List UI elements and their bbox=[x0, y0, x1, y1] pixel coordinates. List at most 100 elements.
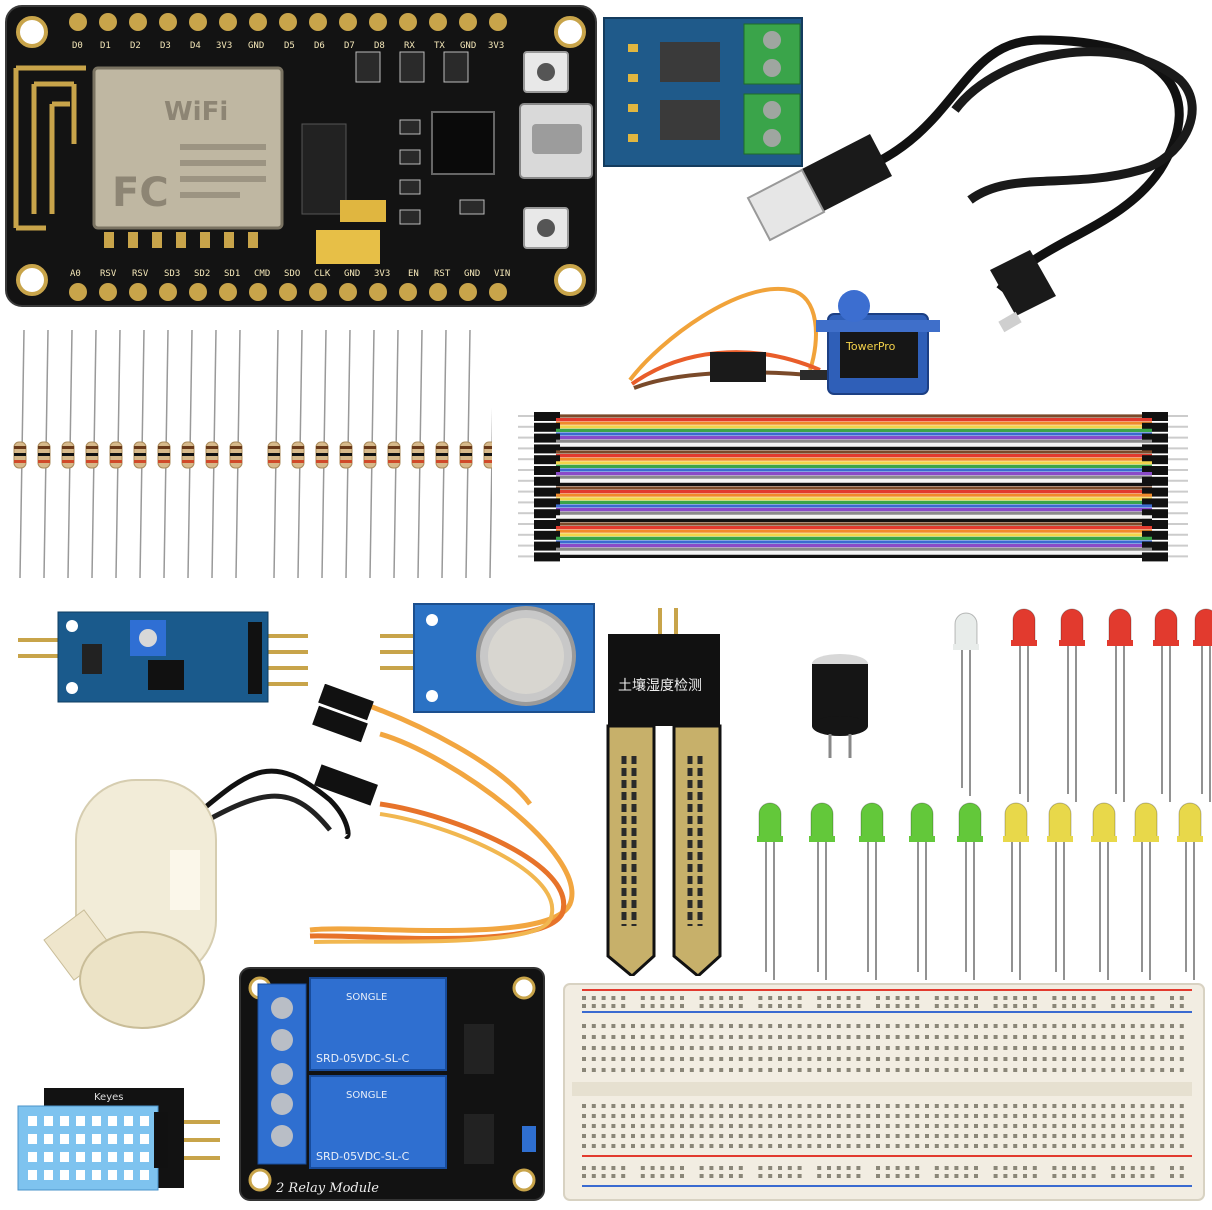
header-pin bbox=[249, 283, 267, 301]
breadboard-hole bbox=[1072, 1046, 1076, 1050]
breadboard-hole bbox=[1179, 1035, 1184, 1039]
breadboard-hole bbox=[680, 1057, 684, 1061]
breadboard-hole bbox=[827, 1046, 831, 1050]
breadboard-hole bbox=[1042, 1134, 1047, 1138]
breadboard-hole bbox=[905, 1024, 910, 1028]
breadboard-hole bbox=[1042, 1057, 1047, 1061]
breadboard-hole bbox=[709, 1068, 714, 1072]
breadboard-hole bbox=[680, 1024, 684, 1028]
breadboard-hole bbox=[1170, 1134, 1174, 1138]
grille-hole bbox=[28, 1116, 37, 1126]
breadboard-hole bbox=[1170, 1124, 1174, 1128]
header-pin bbox=[309, 283, 327, 301]
breadboard-hole bbox=[1170, 1144, 1174, 1148]
breadboard-hole bbox=[1062, 1057, 1067, 1061]
breadboard-hole bbox=[591, 1166, 596, 1170]
breadboard-hole bbox=[866, 1134, 871, 1138]
breadboard-hole bbox=[680, 1068, 684, 1072]
breadboard-hole bbox=[915, 1046, 920, 1050]
breadboard-hole bbox=[591, 1134, 596, 1138]
breadboard-hole bbox=[1081, 1046, 1086, 1050]
breadboard-hole bbox=[954, 1104, 959, 1108]
breadboard-hole bbox=[1013, 1174, 1018, 1178]
grille-hole bbox=[28, 1170, 37, 1180]
breadboard-hole bbox=[954, 1166, 959, 1170]
breadboard-hole bbox=[1062, 1144, 1067, 1148]
breadboard-hole bbox=[1150, 1046, 1155, 1050]
breadboard-hole bbox=[1130, 1046, 1135, 1050]
breadboard-hole bbox=[1062, 1174, 1067, 1178]
yellow-led bbox=[1133, 802, 1159, 980]
breadboard-hole bbox=[660, 1114, 665, 1118]
breadboard-hole bbox=[827, 1004, 831, 1008]
breadboard-hole bbox=[1170, 1004, 1174, 1008]
breadboard-hole bbox=[591, 1024, 596, 1028]
breadboard-hole bbox=[944, 1166, 949, 1170]
breadboard-hole bbox=[1032, 1004, 1037, 1008]
breadboard-hole bbox=[915, 1104, 920, 1108]
grille-hole bbox=[140, 1170, 149, 1180]
breadboard-hole bbox=[758, 1166, 763, 1170]
breadboard-hole bbox=[944, 1024, 949, 1028]
breadboard-hole bbox=[650, 996, 655, 1000]
breadboard-hole bbox=[1140, 1104, 1145, 1108]
breadboard-hole bbox=[856, 1104, 861, 1108]
breadboard-hole bbox=[885, 1166, 890, 1170]
grille-hole bbox=[44, 1116, 53, 1126]
grille-hole bbox=[108, 1152, 117, 1162]
breadboard-hole bbox=[827, 1104, 831, 1108]
pin-label: SDO bbox=[284, 269, 300, 279]
breadboard-hole bbox=[601, 1057, 606, 1061]
breadboard-hole bbox=[621, 1057, 626, 1061]
breadboard-hole bbox=[964, 1124, 969, 1128]
breadboard-hole bbox=[778, 1114, 782, 1118]
header-pin bbox=[69, 13, 87, 31]
breadboard-hole bbox=[993, 1174, 998, 1178]
breadboard-hole bbox=[582, 1057, 586, 1061]
breadboard-hole bbox=[964, 1068, 969, 1072]
breadboard-hole bbox=[699, 1166, 704, 1170]
breadboard-hole bbox=[827, 1057, 831, 1061]
breadboard-hole bbox=[1023, 1004, 1027, 1008]
breadboard-hole bbox=[1101, 1134, 1106, 1138]
breadboard-hole bbox=[934, 1144, 939, 1148]
pin-label: GND bbox=[460, 41, 476, 51]
breadboard-hole bbox=[993, 1057, 998, 1061]
breadboard-hole bbox=[954, 996, 959, 1000]
jumper-wire bbox=[518, 476, 1188, 486]
breadboard-hole bbox=[1101, 1114, 1106, 1118]
breadboard-hole bbox=[836, 1166, 841, 1170]
nodemcu-board: D0 D1 D2 D3 D4 3V3 GND D5 D6 D7 D8 RX TX… bbox=[5, 5, 597, 307]
breadboard-hole bbox=[640, 1124, 645, 1128]
breadboard-hole bbox=[758, 1046, 763, 1050]
breadboard-hole bbox=[895, 1004, 900, 1008]
resistor bbox=[267, 330, 281, 579]
breadboard-hole bbox=[768, 1166, 773, 1170]
breadboard-hole bbox=[1003, 996, 1008, 1000]
breadboard-hole bbox=[817, 1134, 822, 1138]
breadboard-hole bbox=[846, 996, 851, 1000]
breadboard-hole bbox=[807, 1068, 812, 1072]
breadboard-hole bbox=[1091, 1144, 1096, 1148]
resistor bbox=[315, 330, 329, 579]
breadboard-hole bbox=[1062, 1004, 1067, 1008]
breadboard-hole bbox=[699, 1104, 704, 1108]
breadboard-hole bbox=[895, 1114, 900, 1118]
breadboard-hole bbox=[611, 1166, 616, 1170]
breadboard-hole bbox=[1091, 1035, 1096, 1039]
breadboard-hole bbox=[768, 1057, 773, 1061]
breadboard-hole bbox=[719, 1057, 724, 1061]
breadboard-hole bbox=[1072, 1024, 1076, 1028]
breadboard-hole bbox=[954, 1174, 959, 1178]
breadboard-hole bbox=[778, 1174, 782, 1178]
breadboard-hole bbox=[836, 1124, 841, 1128]
breadboard-hole bbox=[964, 1134, 969, 1138]
breadboard-hole bbox=[719, 1124, 724, 1128]
breadboard-hole bbox=[601, 1068, 606, 1072]
breadboard-hole bbox=[640, 1104, 645, 1108]
relay-2 bbox=[309, 1075, 447, 1169]
breadboard-hole bbox=[1062, 1104, 1067, 1108]
breadboard-hole bbox=[621, 1068, 626, 1072]
breadboard-hole bbox=[689, 1046, 694, 1050]
breadboard-hole bbox=[1003, 1046, 1008, 1050]
